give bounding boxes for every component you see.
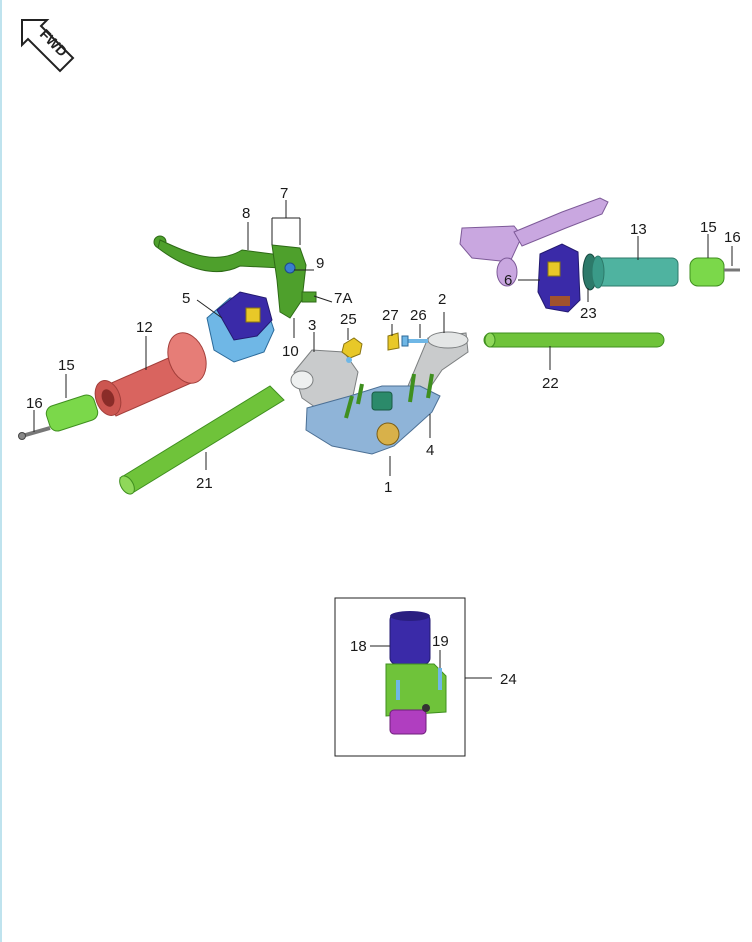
label-21: 21 [196,475,213,492]
clutch-lever-8[interactable] [153,235,283,273]
clamp-upper-3[interactable] [290,349,359,413]
label-22: 22 [542,375,559,392]
grip-left-12[interactable] [91,327,213,419]
ignition-switch-24[interactable] [385,611,447,735]
label-15-left: 15 [58,357,75,374]
label-10: 10 [282,343,299,360]
label-2: 2 [438,291,446,308]
label-4: 4 [426,442,434,459]
grip-right-13[interactable] [591,255,679,289]
label-16-right: 16 [724,229,741,246]
bar-end-weight-right-15[interactable] [689,257,725,287]
bolt-26[interactable] [401,335,428,347]
lower-clamp-1[interactable] [305,385,441,455]
nut-25[interactable] [341,337,363,363]
label-16-left: 16 [26,395,43,412]
handlebar-right-22[interactable] [483,332,665,348]
label-5: 5 [182,290,190,307]
label-8: 8 [242,205,250,222]
label-19: 19 [432,633,449,650]
brake-master-cylinder[interactable] [459,197,609,287]
clamp-bolts [344,373,434,419]
label-23: 23 [580,305,597,322]
label-3: 3 [308,317,316,334]
handlebar-left-21[interactable] [117,385,285,497]
label-25: 25 [340,311,357,328]
label-6: 6 [504,272,512,289]
bar-end-weight-left-15[interactable] [44,393,100,433]
label-26: 26 [410,307,427,324]
label-15-right: 15 [700,219,717,236]
switch-housing-right-6[interactable] [537,243,581,313]
switch-housing-left-5[interactable] [206,291,275,363]
clutch-bracket-7[interactable] [271,244,317,319]
leader-lines [33,200,733,679]
fwd-arrow: FWD [21,19,75,73]
label-13: 13 [630,221,647,238]
insert-27[interactable] [387,332,400,351]
label-1: 1 [384,479,392,496]
label-7: 7 [280,185,288,202]
label-9: 9 [316,255,324,272]
callout-labels: 1 2 3 4 5 6 7 7A 8 9 10 12 13 15 15 16 1… [26,185,741,688]
label-27: 27 [382,307,399,324]
label-24: 24 [500,671,517,688]
label-12: 12 [136,319,153,336]
label-18: 18 [350,638,367,655]
bar-end-screw-left-16[interactable] [18,426,51,440]
label-7a: 7A [334,290,352,307]
